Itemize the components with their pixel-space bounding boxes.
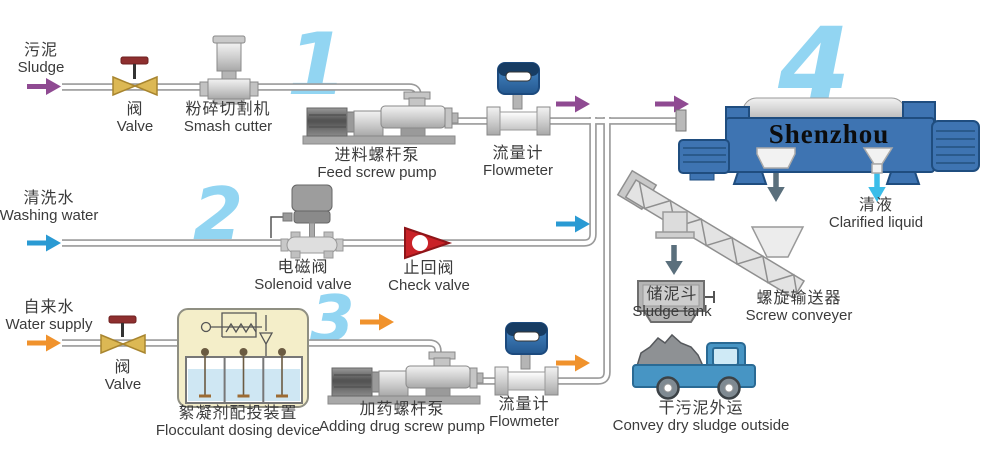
label-feed-screw-pump-cn: 进料螺杆泵 [334,147,420,164]
label-screw-conveyer-en: Screw conveyer [745,307,853,324]
label-water-supply-en: Water supply [5,316,93,333]
brand-name: Shenzhou [768,119,890,149]
label-feed-screw-pump: 进料螺杆泵 Feed screw pump [317,147,436,181]
label-sludge: 污泥 Sludge [18,42,65,76]
label-flocculant-device: 絮凝剂配投装置 Flocculant dosing device [156,405,320,439]
supply-inlet-arrow [27,334,61,352]
label-smash-cutter: 粉碎切割机 Smash cutter [184,101,272,135]
valve-icon-2 [100,315,146,355]
label-clarified-liquid-en: Clarified liquid [828,214,924,231]
label-check-valve-cn: 止回阀 [403,260,455,277]
label-clarified-liquid-cn: 清液 [858,197,893,214]
clarified-outlet-arrow [868,170,886,202]
smash-cutter-icon [199,35,259,105]
label-solenoid-valve-en: Solenoid valve [254,276,352,293]
solenoid-valve-icon [270,184,344,259]
label-sludge-tank-cn: 储泥斗 [646,286,698,303]
flocculant-dosing-device-icon [177,308,309,408]
dosing-screw-pump-icon [327,351,484,405]
label-valve2-cn: 阀 [114,359,132,376]
flow-arrows [27,78,886,372]
sludge-pile-icon [635,333,705,367]
label-clarified-liquid: 清液 Clarified liquid [829,197,923,231]
label-dry-sludge: 干污泥外运 Convey dry sludge outside [613,400,790,434]
label-dosing-pump-cn: 加药螺杆泵 [359,401,445,418]
washing-line-arrow [556,215,590,233]
label-dry-sludge-cn: 干污泥外运 [658,400,744,417]
screw-conveyor-icon [616,169,806,300]
flowmeter-icon-1 [486,62,551,136]
feed-line-arrow [556,95,590,113]
agitator-icons [199,348,288,398]
label-sludge-tank-en: Sludge tank [632,303,712,320]
centrifuge-left-motor-icon [678,139,730,181]
label-dry-sludge-en: Convey dry sludge outside [612,417,790,434]
solids-outlet-arrow [767,170,785,202]
flowmeter-icon-2 [494,322,559,396]
label-flowmeter-1: 流量计 Flowmeter [483,145,553,179]
dosing-stage-arrow [360,313,394,331]
label-screw-conveyer-cn: 螺旋输送器 [756,290,842,307]
sludge-inlet-arrow [27,78,61,95]
label-sludge-en: Sludge [17,59,65,76]
washing-inlet-arrow [27,234,61,252]
stage-number-1: 1 [287,15,347,115]
label-sludge-tank: 储泥斗 Sludge tank [632,286,711,320]
feed-screw-pump-icon [302,91,459,145]
label-water-supply-cn: 自来水 [23,299,75,316]
label-valve1-en: Valve [116,118,154,135]
check-valve-icon [404,226,453,260]
label-water-supply: 自来水 Water supply [6,299,93,333]
label-dosing-pump-en: Adding drug screw pump [319,418,485,435]
dosing-line-arrow [556,354,590,372]
centrifuge-solids-outlet [756,147,796,169]
label-sludge-cn: 污泥 [23,42,58,59]
label-flowmeter2-cn: 流量计 [498,396,550,413]
label-flowmeter2-en: Flowmeter [488,413,560,430]
label-flowmeter-2: 流量计 Flowmeter [489,396,559,430]
label-smash-cutter-en: Smash cutter [183,118,273,135]
tank-inlet-arrow [665,245,683,275]
label-valve-2: 阀 Valve [105,359,141,393]
label-smash-cutter-cn: 粉碎切割机 [185,101,271,118]
sludge-tank-icon [637,280,715,323]
label-valve2-en: Valve [104,376,142,393]
label-check-valve: 止回阀 Check valve [388,260,470,294]
label-feed-screw-pump-en: Feed screw pump [317,164,437,181]
decanter-centrifuge-icon [675,97,980,185]
centrifuge-right-motor-icon [931,120,980,172]
label-screw-conveyer: 螺旋输送器 Screw conveyer [746,290,853,324]
centrifuge-feed-arrow [655,95,689,113]
label-valve-1: 阀 Valve [117,101,153,135]
label-washing-water-en: Washing water [0,207,99,224]
valve-icon-1 [112,56,158,97]
label-flocculant-cn: 絮凝剂配投装置 [178,405,298,422]
label-flowmeter1-cn: 流量计 [492,145,544,162]
label-solenoid-valve-cn: 电磁阀 [277,259,329,276]
dump-truck-icon [632,333,756,400]
label-valve1-cn: 阀 [126,101,144,118]
label-flocculant-en: Flocculant dosing device [155,422,321,439]
label-washing-water: 清洗水 Washing water [0,190,98,224]
label-washing-water-cn: 清洗水 [23,190,75,207]
label-check-valve-en: Check valve [388,277,470,294]
label-solenoid-valve: 电磁阀 Solenoid valve [254,259,352,293]
label-flowmeter1-en: Flowmeter [482,162,554,179]
stage-number-2: 2 [193,172,244,256]
label-dosing-pump: 加药螺杆泵 Adding drug screw pump [319,401,485,435]
centrifuge-liquid-outlet [862,147,894,174]
